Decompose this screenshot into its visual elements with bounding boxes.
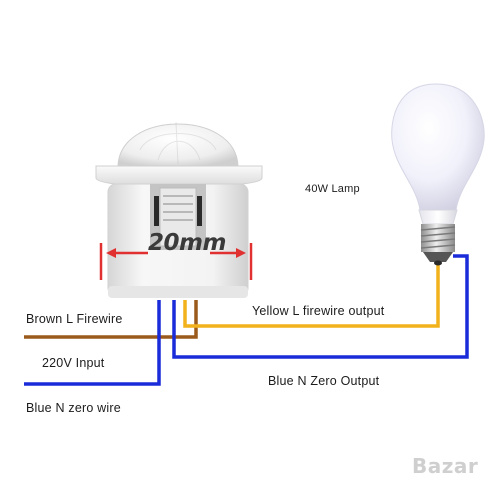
pir-motion-sensor-icon xyxy=(95,121,263,298)
blue-output-label: Blue N Zero Output xyxy=(268,374,380,388)
dimension-label: 20mm xyxy=(148,230,226,256)
watermark-logo: Bazar xyxy=(412,454,479,478)
voltage-input-label: 220V Input xyxy=(42,356,105,370)
yellow-output-wire xyxy=(183,264,440,328)
lamp-label: 40W Lamp xyxy=(305,183,360,195)
blue-input-label: Blue N zero wire xyxy=(26,401,121,415)
dimension-marker xyxy=(99,243,253,280)
yellow-output-label: Yellow L firewire output xyxy=(252,304,385,318)
brown-input-label: Brown L Firewire xyxy=(26,312,123,326)
light-bulb-icon xyxy=(391,83,485,266)
blue-zero-output-wire xyxy=(172,254,469,359)
blue-zero-input-wire xyxy=(24,300,161,386)
brown-wire xyxy=(24,300,198,339)
